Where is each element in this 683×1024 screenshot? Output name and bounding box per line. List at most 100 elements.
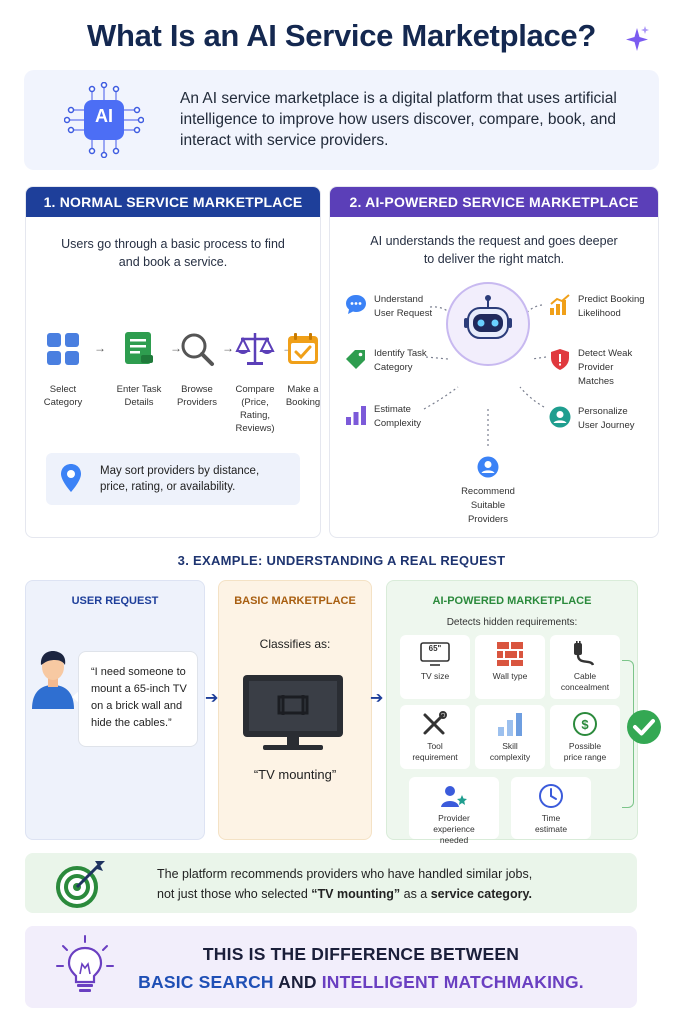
feature-label: Providers <box>467 514 509 525</box>
location-pin-icon <box>61 464 81 492</box>
ai-robot-hub <box>446 282 530 366</box>
normal-subtitle-line2: and book a service. <box>118 255 228 269</box>
feature-label: Matches <box>578 376 614 387</box>
req-label: Tool <box>427 741 443 751</box>
req-label: Cable <box>573 671 597 681</box>
recommend-bold-category: service category. <box>430 887 532 901</box>
search-icon <box>181 333 214 366</box>
clock-icon <box>539 784 563 808</box>
quote-line: “I need someone to <box>91 666 186 678</box>
arrow-icon: → <box>222 341 234 355</box>
req-label: experience <box>433 824 475 834</box>
step-label: Details <box>124 397 154 408</box>
tv-icon <box>243 675 343 750</box>
brick-wall-icon <box>497 642 523 666</box>
calendar-icon <box>288 333 318 364</box>
ai-chip-icon <box>64 82 144 158</box>
skill-bars-icon <box>498 713 522 736</box>
req-tv-size: 65" TV size <box>400 635 470 699</box>
req-label: TV size <box>420 671 450 681</box>
sparkle-icon <box>626 26 649 51</box>
page-title: What Is an AI Service Marketplace? <box>87 18 596 53</box>
normal-marketplace-header: 1. NORMAL SERVICE MARKETPLACE <box>26 187 320 217</box>
normal-marketplace-panel: 1. NORMAL SERVICE MARKETPLACE Users go t… <box>25 186 321 538</box>
basic-search-text: BASIC SEARCH <box>138 972 274 992</box>
feature-label: User Request <box>374 308 433 319</box>
provider-star-icon <box>441 786 467 807</box>
dollar-circle-icon: $ <box>573 712 597 736</box>
user-badge-icon <box>477 456 499 478</box>
req-label: Provider <box>438 813 470 823</box>
svg-text:$: $ <box>581 717 589 732</box>
user-request-column: USER REQUEST “I need someone to mount a … <box>25 580 205 840</box>
req-label: price range <box>563 752 607 762</box>
step-label: Booking <box>285 397 321 408</box>
sort-note-line1: May sort providers by distance, <box>100 465 260 477</box>
basic-marketplace-column: BASIC MARKETPLACE Classifies as: “TV mou… <box>218 580 372 840</box>
intro-text: An AI service marketplace is a digital p… <box>180 90 617 149</box>
quote-line: mount a 65-inch TV <box>91 683 187 695</box>
ai-marketplace-panel: 2. AI-POWERED SERVICE MARKETPLACE AI und… <box>329 186 659 538</box>
req-label: Time <box>541 813 561 823</box>
feature-label: Identify Task <box>374 348 427 359</box>
recommend-line1: The platform recommends providers who ha… <box>157 867 533 881</box>
difference-line2: BASIC SEARCH AND INTELLIGENT MATCHMAKING… <box>25 972 637 993</box>
recommend-bold-tv: “TV mounting” <box>311 887 401 901</box>
shield-alert-icon <box>551 349 569 370</box>
req-label: needed <box>439 835 469 845</box>
form-icon <box>125 332 153 364</box>
feature-label: Likelihood <box>578 308 621 319</box>
step-label: Make a <box>287 384 319 395</box>
lightbulb-icon <box>56 935 114 992</box>
step-compare: Compare (Price, Rating, Reviews) <box>226 329 284 435</box>
req-label: requirement <box>412 752 458 762</box>
step-label: Compare <box>235 384 275 395</box>
classifies-label: Classifies as: <box>259 637 331 651</box>
sort-note: May sort providers by distance, price, r… <box>46 453 300 505</box>
req-label: Possible <box>568 741 602 751</box>
step-label: Enter Task <box>116 384 162 395</box>
recommend-line2-pre: not just those who selected <box>157 887 312 901</box>
req-label: Skill <box>502 741 518 751</box>
intelligent-matchmaking-text: INTELLIGENT MATCHMAKING. <box>321 972 584 992</box>
feature-label: User Journey <box>578 420 635 431</box>
feature-label: Personalize <box>578 406 628 417</box>
intro-box: AI An AI service marketplace is a digita… <box>24 70 659 170</box>
req-wall-type: Wall type <box>475 635 545 699</box>
step-label: Browse <box>181 384 213 395</box>
feature-label: Suitable <box>470 500 506 511</box>
bar-levels-icon <box>346 406 366 425</box>
grid-icon <box>47 333 79 365</box>
ai-chip-label: AI <box>95 106 113 126</box>
cable-icon <box>574 641 595 666</box>
ai-subtitle-line2: to deliver the right match. <box>423 252 565 266</box>
req-label: estimate <box>534 824 568 834</box>
feature-label: Complexity <box>374 418 421 429</box>
user-request-header: USER REQUEST <box>71 595 159 607</box>
step-label: Reviews) <box>235 423 275 434</box>
difference-banner: THIS IS THE DIFFERENCE BETWEEN BASIC SEA… <box>25 926 637 1008</box>
target-icon <box>56 861 105 908</box>
arrow-icon: ➔ <box>205 690 219 707</box>
ai-marketplace-column: AI-POWERED MARKETPLACE Detects hidden re… <box>386 580 638 845</box>
and-text: AND <box>273 972 322 992</box>
chat-bubble-icon <box>346 295 366 314</box>
feature-label: Provider <box>578 362 614 373</box>
normal-subtitle-line1: Users go through a basic process to find <box>61 237 285 251</box>
feature-label: Category <box>374 362 413 373</box>
step-make-booking: Make a Booking <box>274 329 321 409</box>
step-label: (Price, Rating, <box>239 397 271 421</box>
person-avatar-icon <box>32 651 74 709</box>
tools-icon <box>423 711 447 735</box>
classified-category: “TV mounting” <box>253 767 337 782</box>
bubble-tail <box>72 691 79 703</box>
sort-note-line2: price, rating, or availability. <box>100 481 236 493</box>
arrow-icon: ➔ <box>370 690 384 707</box>
quote-line: hide the cables.” <box>91 717 172 729</box>
